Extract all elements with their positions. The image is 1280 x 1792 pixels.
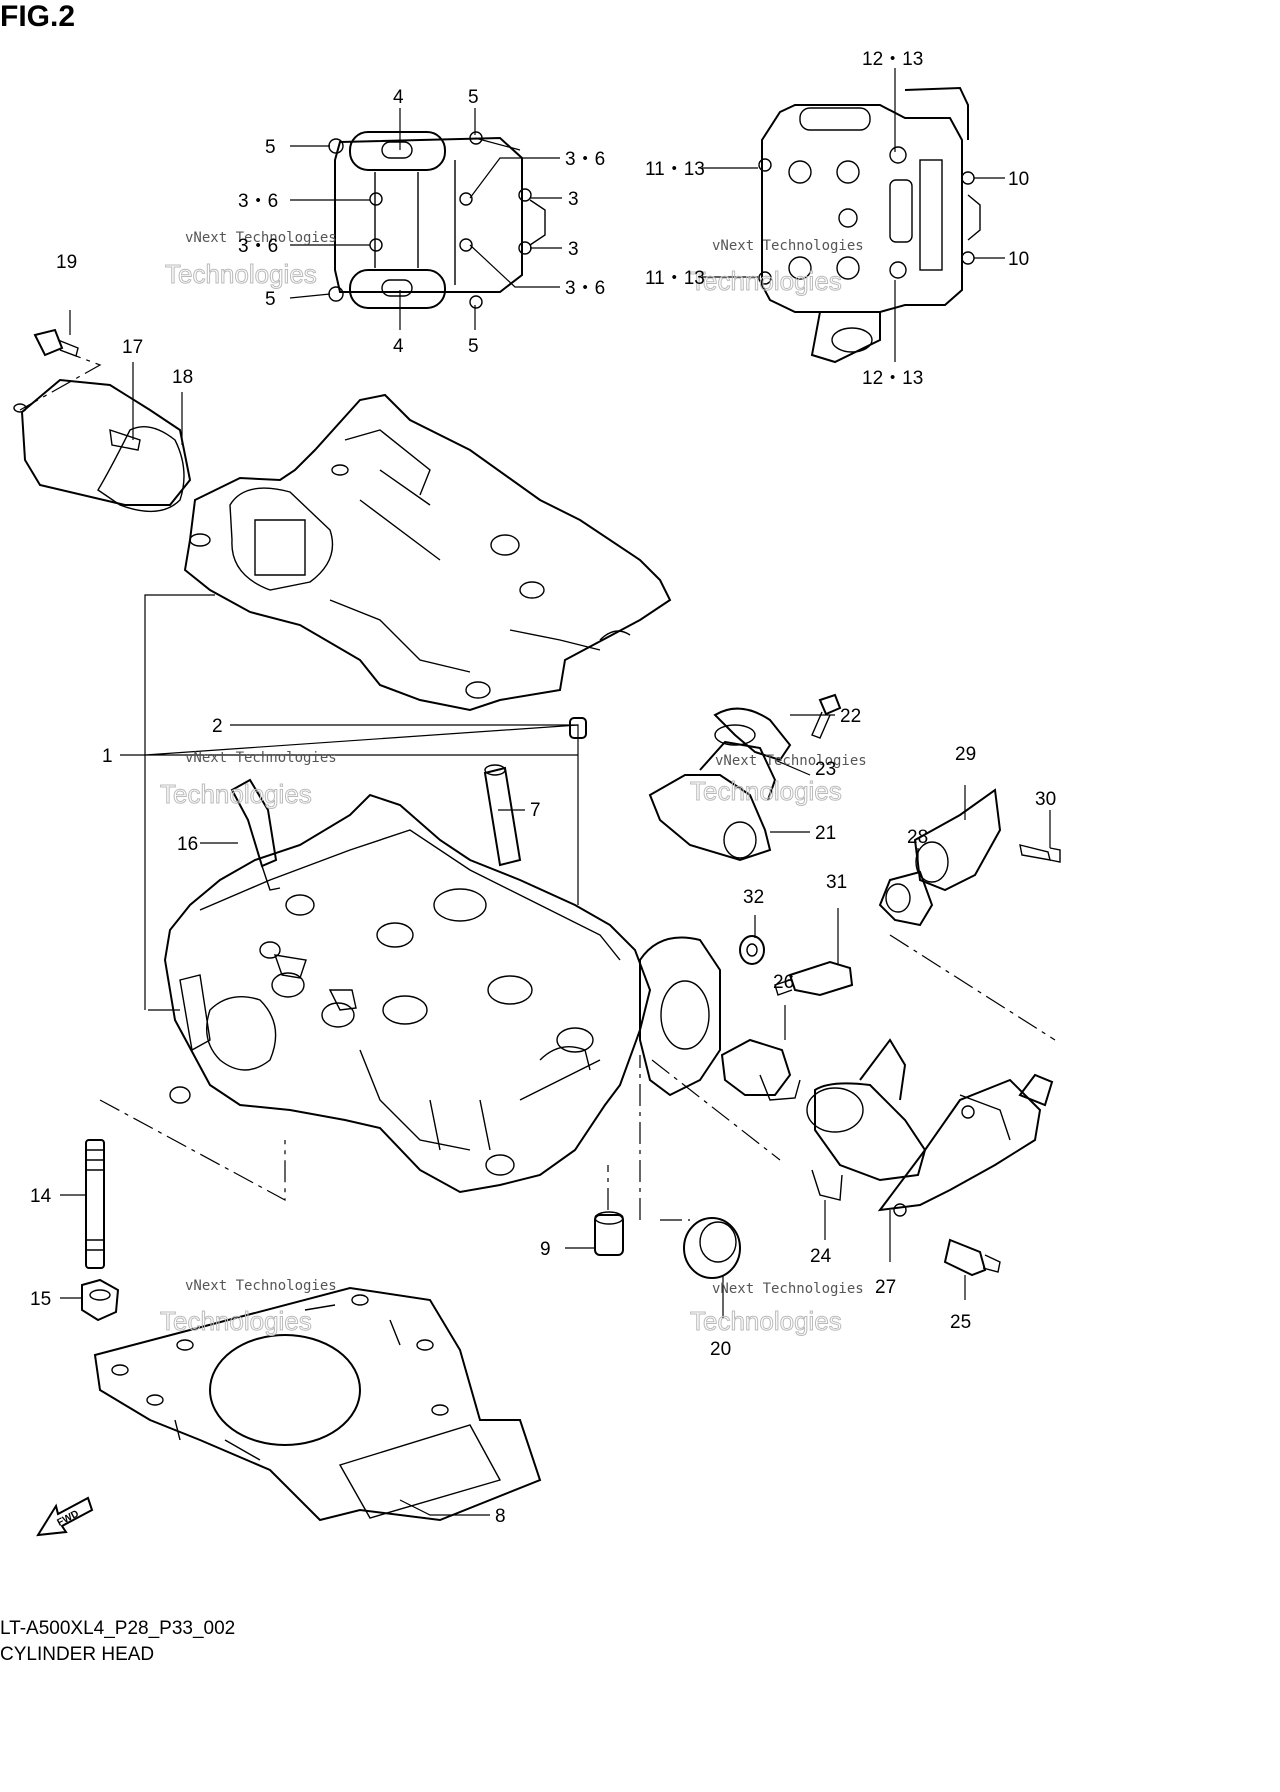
watermark-text: vNext Technologies [712,238,864,254]
bolt-19 [19,328,102,411]
watermark-text: Technologies [160,1306,312,1336]
head-top-view [758,86,981,364]
watermark-text: vNext Technologies [715,753,867,769]
bypass-union [878,788,1061,927]
callout-10-top: 10 [1008,169,1029,190]
callout-15: 15 [30,1289,51,1310]
watermarks: vNext Technologies vNext Technologies vN… [160,230,867,1337]
intake-clamp [713,707,792,762]
callout-20: 20 [710,1339,731,1360]
callout-5-bottom: 5 [468,336,479,357]
watermark-text: Technologies [690,1306,842,1336]
nut [81,1278,120,1322]
callout-4-top: 4 [393,87,404,108]
stud-bolt [85,1139,105,1269]
callout-3-right-a: 3 [568,189,579,210]
callout-10-bottom: 10 [1008,249,1029,270]
sensor-gasket [739,935,765,965]
watermark-text: vNext Technologies [185,1278,337,1294]
callout-9: 9 [540,1239,551,1260]
callout-3-6-left-a: 3・6 [238,191,278,212]
callout-3-6-right-a: 3・6 [565,149,605,170]
callout-3-6-left-b: 3・6 [238,236,278,257]
bolt-25 [943,1238,1001,1277]
callout-19: 19 [56,252,77,273]
callout-29: 29 [955,744,976,765]
plug [683,1217,741,1279]
callout-14: 14 [30,1186,52,1207]
thermostat-housing [639,936,1054,1217]
callouts: 4 5 5 3・6 3・6 5 4 5 3・6 3 3 3・6 12・13 11… [30,49,1056,1527]
watermark-text: Technologies [690,266,842,296]
callout-5-top: 5 [468,87,479,108]
watermark-text: vNext Technologies [185,750,337,766]
figure-title: FIG.2 [0,0,76,33]
callout-2: 2 [212,716,223,737]
callout-4-bottom: 4 [393,336,404,357]
callout-11-13-top: 11・13 [645,159,705,180]
callout-26: 26 [773,972,794,993]
callout-25: 25 [950,1312,971,1333]
callout-27: 27 [875,1277,896,1298]
callout-22: 22 [840,706,861,727]
drawing-code: LT-A500XL4_P28_P33_002 [0,1618,236,1639]
callout-1: 1 [102,746,113,767]
watermark-text: Technologies [165,259,317,289]
callout-21: 21 [815,823,836,844]
callout-12-13-top: 12・13 [862,49,923,70]
spark-plug [230,778,281,891]
dowel-pin [594,1211,624,1256]
callout-8: 8 [495,1506,506,1527]
fwd-text: FWD [56,1508,81,1528]
temperature-sensor [774,960,854,997]
callout-23: 23 [815,759,836,780]
callout-18: 18 [172,367,193,388]
callout-31: 31 [826,872,847,893]
drawing-name: CYLINDER HEAD [0,1644,155,1665]
fwd-arrow: FWD [36,1496,94,1537]
callout-30: 30 [1035,789,1056,810]
callout-5-left-top: 5 [265,137,276,158]
intake-pipe [648,724,777,862]
cylinder-head-cover [183,393,672,712]
callout-3-right-b: 3 [568,239,579,260]
watermark-text: vNext Technologies [185,230,337,246]
head-gasket [93,1286,542,1522]
callout-11-13-bottom: 11・13 [645,268,705,289]
thermostat [720,1038,801,1101]
callout-28: 28 [907,827,928,848]
callout-17: 17 [122,337,143,358]
watermark-text: Technologies [690,776,842,806]
clamp-screw [811,693,842,739]
valve-guide [483,764,522,867]
callout-7: 7 [530,800,541,821]
breather-cover [13,378,192,513]
callout-32: 32 [743,887,764,908]
leader-lines [60,68,1056,1516]
cylinder-head [163,793,652,1194]
watermark-text: vNext Technologies [712,1281,864,1297]
callout-12-13-bottom: 12・13 [862,368,923,389]
watermark-text: Technologies [160,779,312,809]
callout-24: 24 [810,1246,832,1267]
callout-16: 16 [177,834,198,855]
callout-3-6-right-b: 3・6 [565,278,605,299]
callout-5-left-bottom: 5 [265,289,276,310]
